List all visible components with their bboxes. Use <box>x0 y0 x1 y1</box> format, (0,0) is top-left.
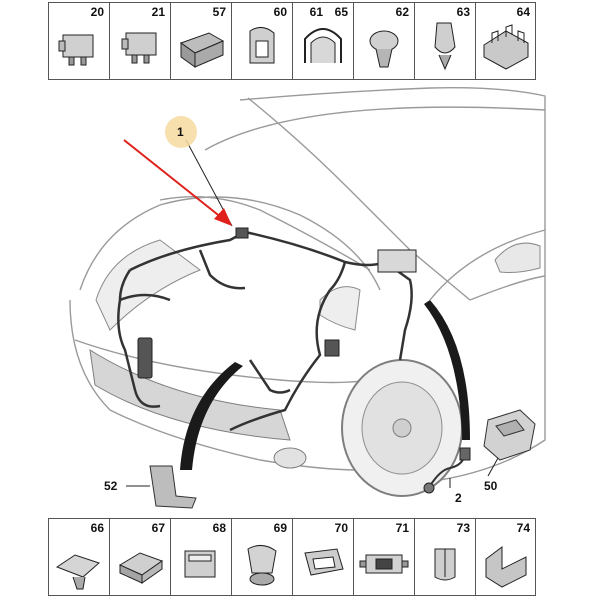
part-number: 21 <box>151 5 165 19</box>
part-number: 62 <box>395 5 409 19</box>
part-number: 71 <box>395 521 409 535</box>
fuse-box-part <box>483 409 536 461</box>
part-tile[interactable]: 70 <box>292 518 353 596</box>
callout-marker <box>165 116 197 148</box>
part-number: 67 <box>151 521 165 535</box>
clip-icon <box>485 546 527 588</box>
clip-icon <box>249 27 275 64</box>
pointer-arrow <box>123 139 232 226</box>
clip-icon <box>55 554 100 590</box>
fuse-icon <box>359 554 409 574</box>
part-tile[interactable]: 66 <box>48 518 109 596</box>
fog-light <box>273 447 307 469</box>
harness-connector <box>137 227 417 379</box>
wiring-harness <box>117 230 413 432</box>
relay-icon <box>58 34 94 66</box>
part-tile[interactable]: 64 <box>475 2 536 80</box>
part-tile[interactable]: 62 <box>353 2 414 80</box>
clip-icon <box>369 30 399 68</box>
front-wheel <box>341 359 463 497</box>
bottom-parts-strip: 66 67 68 69 70 71 73 74 <box>48 518 536 596</box>
headlight <box>95 239 361 331</box>
callout-fuse-box: 50 <box>484 479 498 493</box>
part-number: 70 <box>334 521 348 535</box>
part-number: 69 <box>273 521 287 535</box>
clip-icon <box>434 22 456 71</box>
clip-icon <box>434 548 456 581</box>
part-tile[interactable]: 21 <box>109 2 170 80</box>
bay-edge-left <box>180 362 243 470</box>
part-tile[interactable]: 61 65 <box>292 2 353 80</box>
part-number: 61 <box>309 5 323 19</box>
relay-icon <box>121 32 157 64</box>
part-tile[interactable]: 73 <box>414 518 475 596</box>
clip-icon <box>247 545 277 586</box>
part-tile[interactable]: 68 <box>170 518 231 596</box>
sensor-lead-part <box>429 457 465 487</box>
part-tile[interactable]: 67 <box>109 518 170 596</box>
part-tile[interactable]: 60 <box>231 2 292 80</box>
clip-icon <box>118 552 164 584</box>
clip-icon <box>304 28 342 63</box>
bracket-part <box>149 465 197 509</box>
part-tile[interactable]: 71 <box>353 518 414 596</box>
car-body <box>69 86 546 481</box>
top-parts-strip: 20 21 57 60 61 65 62 63 64 <box>48 2 536 80</box>
bay-edge-right <box>424 300 470 440</box>
part-number: 73 <box>456 521 470 535</box>
vehicle-front-diagram <box>69 86 546 509</box>
part-tile[interactable]: 57 <box>170 2 231 80</box>
callout-sensor-lead: 2 <box>455 491 462 505</box>
part-number: 20 <box>90 5 104 19</box>
part-number: 66 <box>90 521 104 535</box>
part-number: 74 <box>516 521 530 535</box>
clip-icon <box>483 24 529 70</box>
part-number: 63 <box>456 5 470 19</box>
side-mirror <box>494 242 541 273</box>
part-number: 65 <box>334 5 348 19</box>
connector-icon <box>179 32 225 68</box>
clip-icon <box>304 548 344 576</box>
front-grille <box>89 349 291 441</box>
connector-icon <box>184 550 216 578</box>
part-number: 60 <box>273 5 287 19</box>
part-tile[interactable]: 63 <box>414 2 475 80</box>
part-tile[interactable]: 74 <box>475 518 536 596</box>
part-number: 57 <box>212 5 226 19</box>
callout-bracket: 52 <box>104 479 118 493</box>
part-number: 68 <box>212 521 226 535</box>
part-tile[interactable]: 69 <box>231 518 292 596</box>
part-tile[interactable]: 20 <box>48 2 109 80</box>
part-number: 64 <box>516 5 530 19</box>
callout-harness: 1 <box>177 125 184 139</box>
